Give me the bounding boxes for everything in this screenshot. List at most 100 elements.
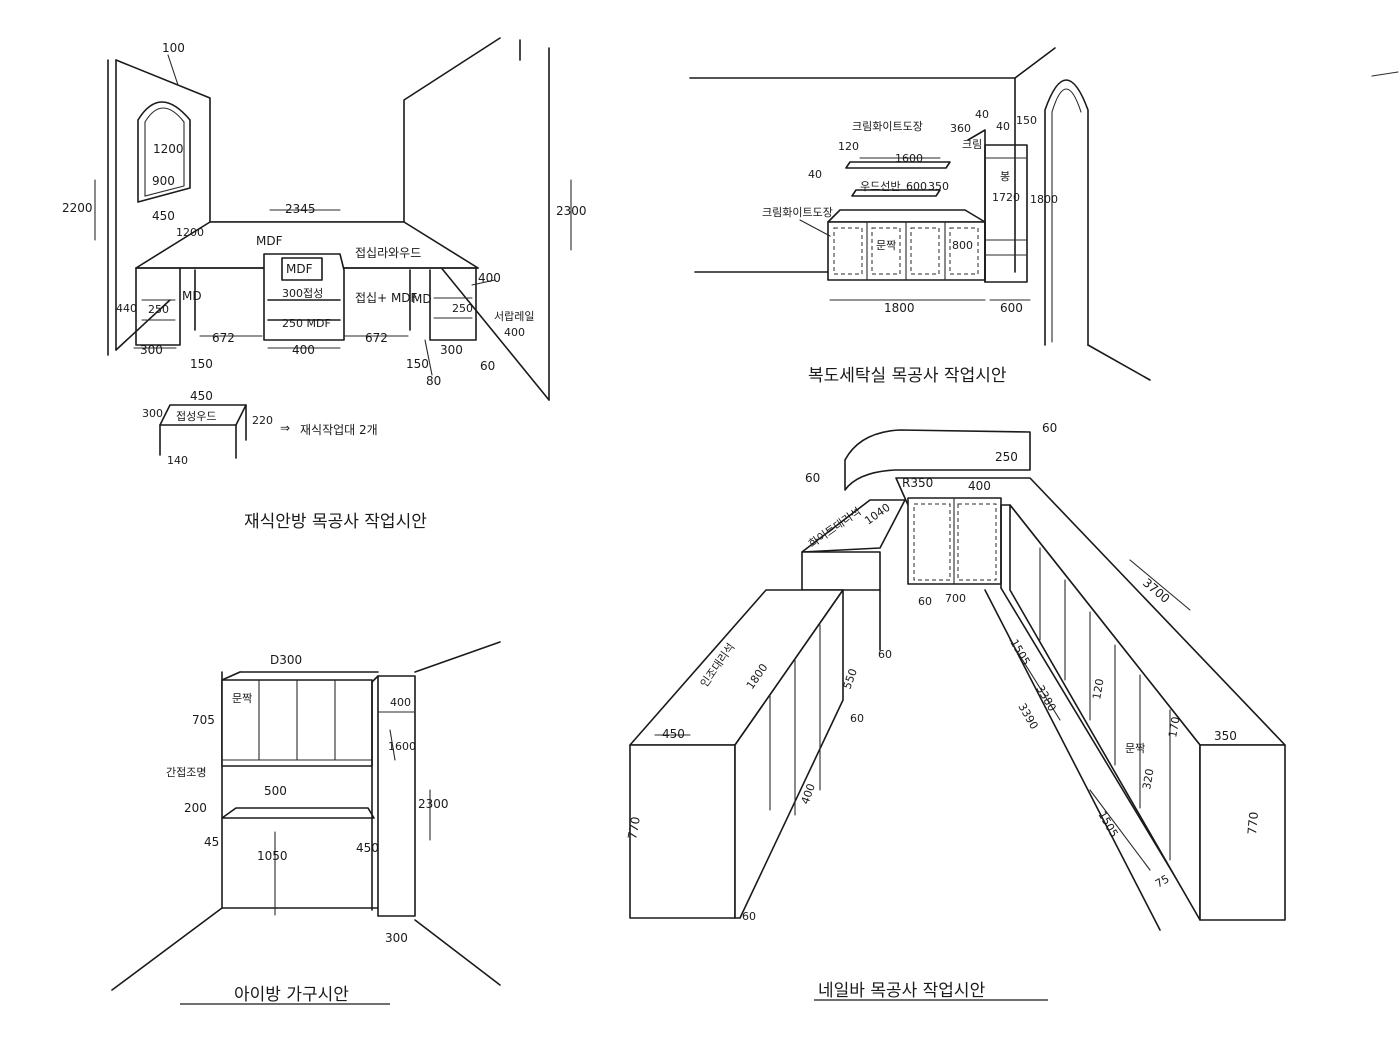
dresser-dim-drop bbox=[424, 339, 433, 376]
laundry-ceiling-diag bbox=[1014, 47, 1056, 79]
nail-dim-radius: R350 bbox=[902, 476, 933, 490]
nail-right-end bbox=[1199, 744, 1286, 921]
laundry-door-1 bbox=[833, 227, 863, 275]
dresser-dim-672a-label: 672 bbox=[212, 331, 235, 345]
dresser-window-inner bbox=[144, 107, 185, 197]
kids-dim-1050: 1050 bbox=[257, 849, 288, 863]
laundry-dim-600: 600 bbox=[906, 180, 927, 193]
dresser-center-module bbox=[263, 253, 345, 341]
laundry-dim-40: 40 bbox=[808, 168, 822, 181]
laundry-label-shelf-top: 크림화이트도장 bbox=[852, 120, 923, 133]
nail-dim-top-400: 400 bbox=[968, 479, 991, 493]
kids-label-door: 문짝 bbox=[232, 692, 252, 705]
corner-mark bbox=[1371, 71, 1399, 77]
dresser-right-wall-top bbox=[403, 37, 501, 223]
dresser-dim-height-right: 2300 bbox=[556, 204, 587, 218]
dresser-dim-right-400: 400 bbox=[478, 271, 501, 285]
laundry-label-counter: 크림화이트도장 bbox=[762, 206, 833, 219]
laundry-wood-shelf bbox=[851, 189, 941, 197]
nail-dim-450: 450 bbox=[662, 727, 685, 741]
kids-dim-500: 500 bbox=[264, 784, 287, 798]
kids-dim-450: 450 bbox=[356, 841, 379, 855]
nail-front-desk-end bbox=[629, 744, 736, 919]
laundry-dim-1600: 1600 bbox=[895, 152, 923, 165]
laundry-dim-1800h: 1800 bbox=[1030, 193, 1058, 206]
laundry-door-2 bbox=[871, 227, 901, 275]
dresser-dim-window-w: 900 bbox=[152, 174, 175, 188]
dresser-label-side-rail: 서랍레일 bbox=[494, 309, 534, 323]
nail-dim-250: 250 bbox=[995, 450, 1018, 464]
laundry-arch bbox=[1044, 79, 1089, 346]
caption-nail-bar: 네일바 목공사 작업시안 bbox=[818, 981, 986, 1001]
stool-label: 접성우드 bbox=[176, 410, 216, 423]
kids-tall-unit bbox=[377, 675, 416, 917]
dresser-left-wall bbox=[115, 59, 211, 223]
laundry-dim-600w: 600 bbox=[1000, 301, 1023, 315]
dresser-label-fold-mdf: 접십+ MDF bbox=[355, 291, 418, 305]
laundry-dim-150: 150 bbox=[1016, 114, 1037, 127]
dresser-dim-left-250: 250 bbox=[148, 303, 169, 316]
kids-dim-200: 200 bbox=[184, 801, 207, 815]
dresser-label-md-left: MD bbox=[182, 289, 202, 303]
kids-desk-shelf bbox=[221, 807, 375, 819]
nail-left-return-front bbox=[801, 551, 881, 591]
dresser-left-floor bbox=[115, 299, 171, 351]
caption-kids-room: 아이방 가구시안 bbox=[234, 985, 349, 1005]
nail-dim-700: 700 bbox=[945, 592, 966, 605]
caption-laundry: 복도세탁실 목공사 작업시안 bbox=[808, 366, 1007, 386]
kids-label-indirect: 간접조명 bbox=[166, 766, 206, 779]
stool-note-arrow: ⇒ bbox=[280, 421, 290, 435]
kids-floor-right bbox=[414, 919, 501, 986]
nail-dim-3390: 3390 bbox=[1015, 701, 1040, 732]
kids-dim-705: 705 bbox=[192, 713, 215, 727]
nail-dim-3380: 3380 bbox=[1033, 683, 1058, 714]
dresser-dim-right-arrow bbox=[471, 279, 496, 286]
nail-back-door-1 bbox=[913, 503, 951, 581]
laundry-dim-40-top: 40 bbox=[975, 108, 989, 121]
nail-back-panel bbox=[844, 429, 1031, 491]
dresser-dim-right-60: 60 bbox=[480, 359, 495, 373]
laundry-dim-350: 350 bbox=[928, 180, 949, 193]
laundry-dim-360: 360 bbox=[950, 122, 971, 135]
nail-dim-1505b-line bbox=[1089, 789, 1151, 871]
stool-dim-d: 300 bbox=[142, 407, 163, 420]
dresser-dim-window-h: 1200 bbox=[153, 142, 184, 156]
kids-ceiling-right bbox=[414, 641, 501, 673]
dresser-left-cabinet bbox=[135, 267, 181, 346]
nail-back-door-2 bbox=[957, 503, 997, 581]
kids-dim-300: 300 bbox=[385, 931, 408, 945]
kids-tall-side bbox=[371, 675, 379, 683]
nail-dim-1505b: 1505 bbox=[1095, 809, 1120, 840]
kids-dim-45: 45 bbox=[204, 835, 219, 849]
laundry-countertop bbox=[827, 209, 986, 223]
dresser-dim-300b-label: 300 bbox=[440, 343, 463, 357]
laundry-door-3 bbox=[910, 227, 940, 275]
laundry-counter-leader bbox=[799, 219, 831, 237]
dresser-label-fold-wood: 접십라와우드 bbox=[355, 246, 421, 260]
nail-dim-bot-60b: 60 bbox=[742, 910, 756, 923]
dresser-dim-drop-80: 80 bbox=[426, 374, 441, 388]
nail-dim-top-60: 60 bbox=[1042, 421, 1057, 435]
caption-dresser: 재식안방 목공사 작업시안 bbox=[244, 512, 427, 532]
laundry-label-post: 봉 bbox=[1000, 170, 1010, 183]
laundry-dim-1720: 1720 bbox=[992, 191, 1020, 204]
stool-dim-h: 220 bbox=[252, 414, 273, 427]
nail-dim-1505: 1505 bbox=[1007, 637, 1032, 668]
laundry-label-wood-shelf: 우드선반 bbox=[860, 180, 900, 193]
dresser-dim-total-width: 2345 bbox=[285, 202, 316, 216]
dresser-dim-drop-150: 150 bbox=[406, 357, 429, 371]
laundry-dim-800: 800 bbox=[952, 239, 973, 252]
dresser-dim-height-left: 2200 bbox=[62, 201, 93, 215]
nail-front-desk-side bbox=[734, 589, 844, 919]
dresser-dim-right-250: 250 bbox=[452, 302, 473, 315]
kids-room-sketch: D300 705 문짝 간접조명 500 200 45 1050 400 160… bbox=[111, 641, 501, 991]
dresser-stool-sketch: 450 300 220 140 접성우드 ⇒ 재식작업대 2개 bbox=[142, 389, 378, 467]
laundry-label-door: 문짝 bbox=[876, 239, 896, 252]
nail-dim-s120: 120 bbox=[1090, 678, 1106, 701]
nail-dim-770b: 770 bbox=[1245, 811, 1261, 835]
dresser-dim-100-leader bbox=[167, 54, 179, 86]
dresser-label-mdf-top: MDF bbox=[256, 234, 283, 248]
laundry-door-4 bbox=[949, 227, 979, 275]
nail-dim-bot-60: 60 bbox=[918, 595, 932, 608]
